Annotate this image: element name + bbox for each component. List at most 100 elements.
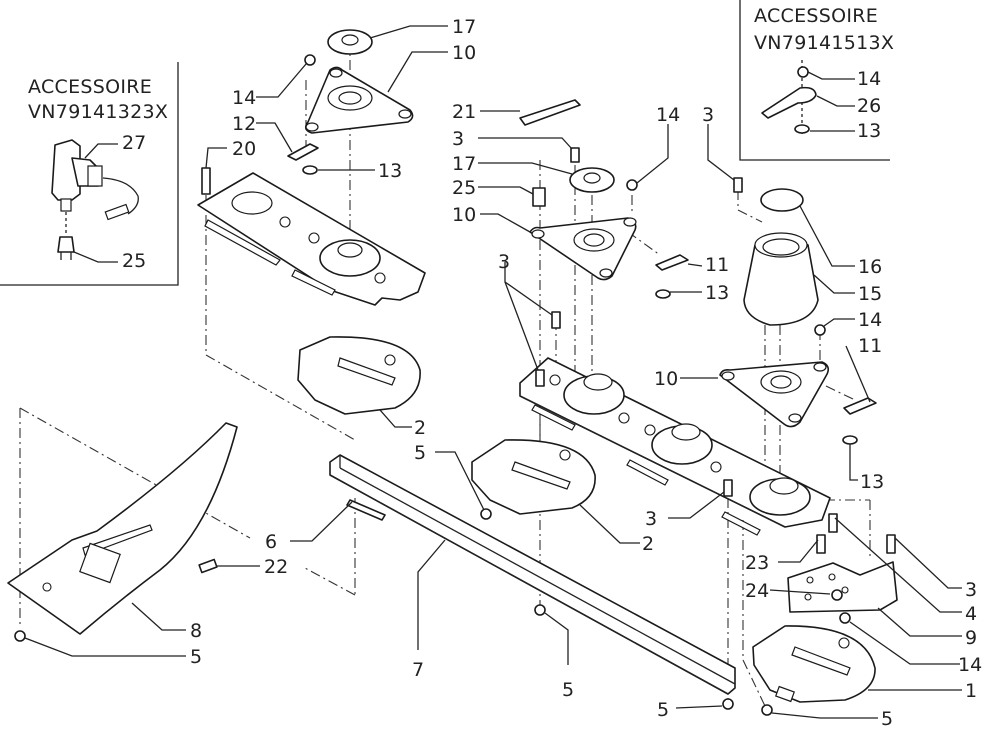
callout-11: 11: [705, 254, 729, 276]
part-3-bolt-bar-a: [535, 369, 545, 387]
callout-10: 10: [452, 42, 476, 64]
part-2-skid-left: [297, 336, 421, 415]
leader-3c-b: [504, 281, 553, 316]
callout-14: 14: [857, 68, 881, 90]
part-16-ring: [760, 188, 804, 212]
part-9-bracket: [787, 561, 898, 613]
part-2-skid-center: [471, 439, 596, 515]
leader-12: [256, 122, 293, 153]
cutter-bar-left-section: [197, 172, 426, 306]
callout-24: 24: [745, 580, 769, 602]
callout-16: 16: [858, 256, 882, 278]
leader-11a: [687, 263, 703, 267]
callout-14: 14: [232, 87, 256, 109]
callout-22: 22: [264, 556, 288, 578]
part-5-nut-tube-end: [722, 698, 734, 710]
callout-10: 10: [654, 368, 678, 390]
part-5-nut-skid-right: [761, 704, 773, 716]
leader-7: [417, 539, 446, 650]
callout-3: 3: [645, 508, 657, 530]
leader-2b: [579, 504, 640, 544]
part-7-square-tube: [329, 454, 736, 695]
callout-26: 26: [857, 95, 881, 117]
part-15-housing: [743, 232, 819, 326]
leader-5d: [675, 705, 723, 709]
part-14-nut-right: [814, 324, 826, 336]
part-10-plate-left: [304, 66, 414, 134]
callout-11: 11: [858, 335, 882, 357]
leader-24: [769, 589, 831, 595]
accessory-left-title: ACCESSOIRE: [28, 76, 152, 98]
part-17-cap-left: [327, 29, 373, 55]
leader-3e: [894, 537, 962, 589]
accessory-box-left-border: [0, 62, 179, 286]
rotor-disc-3: [749, 477, 811, 516]
leader-acc-l-27: [84, 143, 118, 159]
part-11-blade-right: [843, 397, 877, 415]
callouts: 17 10 14 12 20 13 21 3 17 25 10 14 11 13…: [24, 16, 982, 730]
part-14-nut-accessory: [797, 66, 809, 78]
callout-14: 14: [958, 654, 982, 676]
leader-acc-r-14: [807, 71, 855, 80]
rotor-disc-1: [563, 373, 625, 415]
leader-5b: [24, 637, 186, 657]
part-10-plate-center: [529, 217, 637, 281]
part-4-bolt: [828, 513, 838, 533]
leader-acc-r-26: [816, 95, 855, 107]
callout-3: 3: [965, 579, 977, 601]
leader-25: [478, 186, 534, 195]
leader-3d: [668, 491, 725, 519]
callout-7: 7: [412, 659, 424, 681]
accessory-right-title: ACCESSOIRE: [754, 5, 878, 27]
callout-13: 13: [860, 471, 884, 493]
part-5-nut-deflector: [14, 630, 26, 642]
part-20-bolt: [201, 167, 211, 195]
leader-14a: [256, 63, 307, 98]
part-22-bolt: [198, 558, 218, 574]
leader-3b: [707, 124, 735, 181]
part-11-blade-center: [655, 254, 689, 271]
callout-27: 27: [122, 132, 146, 154]
leader-17b: [478, 162, 573, 175]
part-26-blade: [761, 86, 817, 119]
part-13-bolt-right: [842, 435, 858, 445]
leader-14d: [849, 621, 960, 665]
leader-4: [834, 517, 962, 613]
callout-13: 13: [378, 160, 402, 182]
callout-5: 5: [881, 708, 893, 730]
leader-20: [205, 147, 227, 169]
callout-12: 12: [232, 113, 256, 135]
part-17-cap-center: [569, 167, 615, 193]
part-13-bolt-center: [655, 289, 671, 299]
leader-3c-a: [504, 262, 539, 371]
callout-4: 4: [965, 603, 977, 625]
leader-15: [813, 274, 855, 294]
callout-21: 21: [452, 101, 476, 123]
callout-1: 1: [965, 680, 977, 702]
callout-23: 23: [745, 552, 769, 574]
accessory-box-right-border: [739, 0, 890, 161]
rotor-disc-2: [651, 423, 713, 465]
callout-2: 2: [414, 417, 426, 439]
leader-6: [290, 501, 353, 542]
cutter-bar-main: [519, 311, 831, 536]
part-27-connector: [51, 139, 139, 234]
callout-2: 2: [642, 533, 654, 555]
part-12-blade-left: [287, 143, 319, 161]
leader-3a: [478, 137, 573, 150]
leader-5c: [544, 612, 569, 665]
callout-8: 8: [190, 620, 202, 642]
part-21-link: [519, 99, 581, 126]
leader-10b: [480, 213, 531, 233]
callout-14: 14: [858, 309, 882, 331]
callout-17: 17: [452, 153, 476, 175]
leader-9: [877, 607, 962, 637]
callout-5: 5: [414, 442, 426, 464]
part-14-nut-bracket: [839, 612, 851, 624]
part-13-bolt-accessory: [794, 124, 810, 134]
leader-17a: [369, 25, 448, 39]
leader-8: [131, 602, 186, 631]
leader-10a: [387, 51, 448, 93]
leader-2a: [379, 409, 412, 428]
